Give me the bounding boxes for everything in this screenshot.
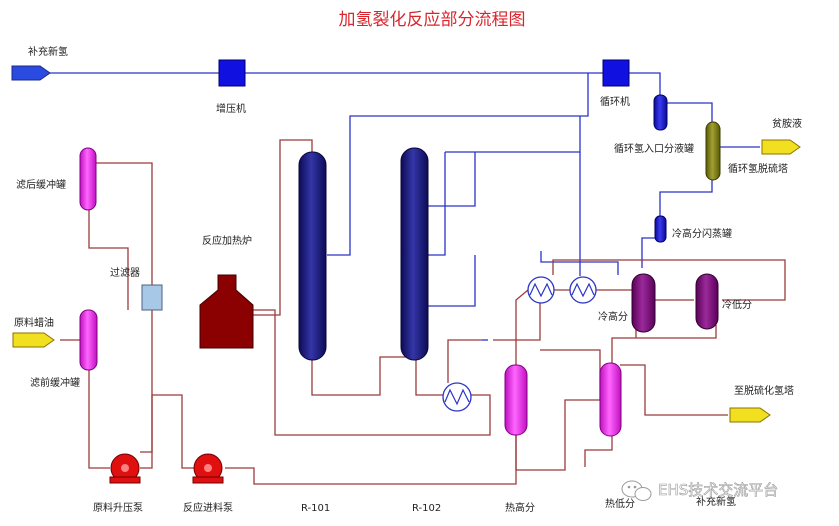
label-reactor-r102: R-102 [412,503,441,514]
label-filter: 过滤器 [110,266,140,279]
watermark: EHS技术交流平台 [621,480,779,501]
filter [141,284,163,311]
cold-lp-separator [695,273,719,330]
heat-exchanger-1 [527,276,555,304]
label-recycle-compressor: 循环机 [600,95,630,108]
label-filtered-surge-drum: 滤后缓冲罐 [16,178,66,191]
label-reaction-furnace: 反应加热炉 [202,234,252,247]
reaction-furnace [199,274,254,349]
recycle-desulfurization-tower [705,121,721,181]
to-h2s-stripper-arrow [729,407,771,423]
recycle-compressor [602,59,630,87]
label-lean-amine: 贫胺液 [772,117,802,130]
label-reaction-charge-pump: 反应进料泵 [183,501,233,514]
heat-exchanger-3 [442,382,472,412]
reactor-r101 [298,151,327,361]
label-makeup-h2-inlet: 补充新氢 [28,45,68,58]
lean-amine-arrow [761,139,801,155]
label-recycle-knockout-drum: 循环氢入口分液罐 [614,142,694,155]
label-makeup-h2-bottom: 补充新氢 [696,495,736,508]
label-recycle-desulfurization-tower: 循环氢脱硫塔 [728,162,788,175]
hydrogen-pipes [48,72,760,341]
label-hot-lp-separator: 热低分 [605,497,635,510]
cold-hp-flash-drum [654,215,667,243]
label-cold-hp-separator: 冷高分 [598,310,628,323]
label-prefilter-surge-drum: 滤前缓冲罐 [30,376,80,389]
label-to-h2s-stripper: 至脱硫化氢塔 [734,384,794,397]
label-feed-booster-pump: 原料升压泵 [93,501,143,514]
filtered-surge-drum [79,147,97,211]
booster-compressor [218,59,246,87]
label-feed-wax: 原料蜡油 [14,316,54,329]
hot-hp-separator [504,364,528,436]
watermark-text: EHS技术交流平台 [658,481,778,499]
recycle-knockout-drum [653,94,668,131]
heat-exchanger-2 [569,276,597,304]
wechat-icon [621,480,652,501]
hot-lp-separator [599,362,622,437]
label-hot-hp-separator: 热高分 [505,501,535,514]
cold-hp-separator [631,273,656,333]
reaction-charge-pump [192,453,224,484]
prefilter-surge-drum [79,309,98,371]
reactor-r102 [400,147,429,361]
diagram-title: 加氢裂化反应部分流程图 [339,10,526,30]
feed-booster-pump [109,453,141,484]
label-booster-compressor: 增压机 [216,102,246,115]
label-reactor-r101: R-101 [301,503,330,514]
feed-wax-arrow [12,332,55,348]
oil-pipes [60,139,786,485]
label-cold-lp-separator: 冷低分 [722,298,752,311]
label-cold-hp-flash-drum: 冷高分闪蒸罐 [672,227,732,240]
makeup-hydrogen-inlet-arrow [11,65,51,81]
